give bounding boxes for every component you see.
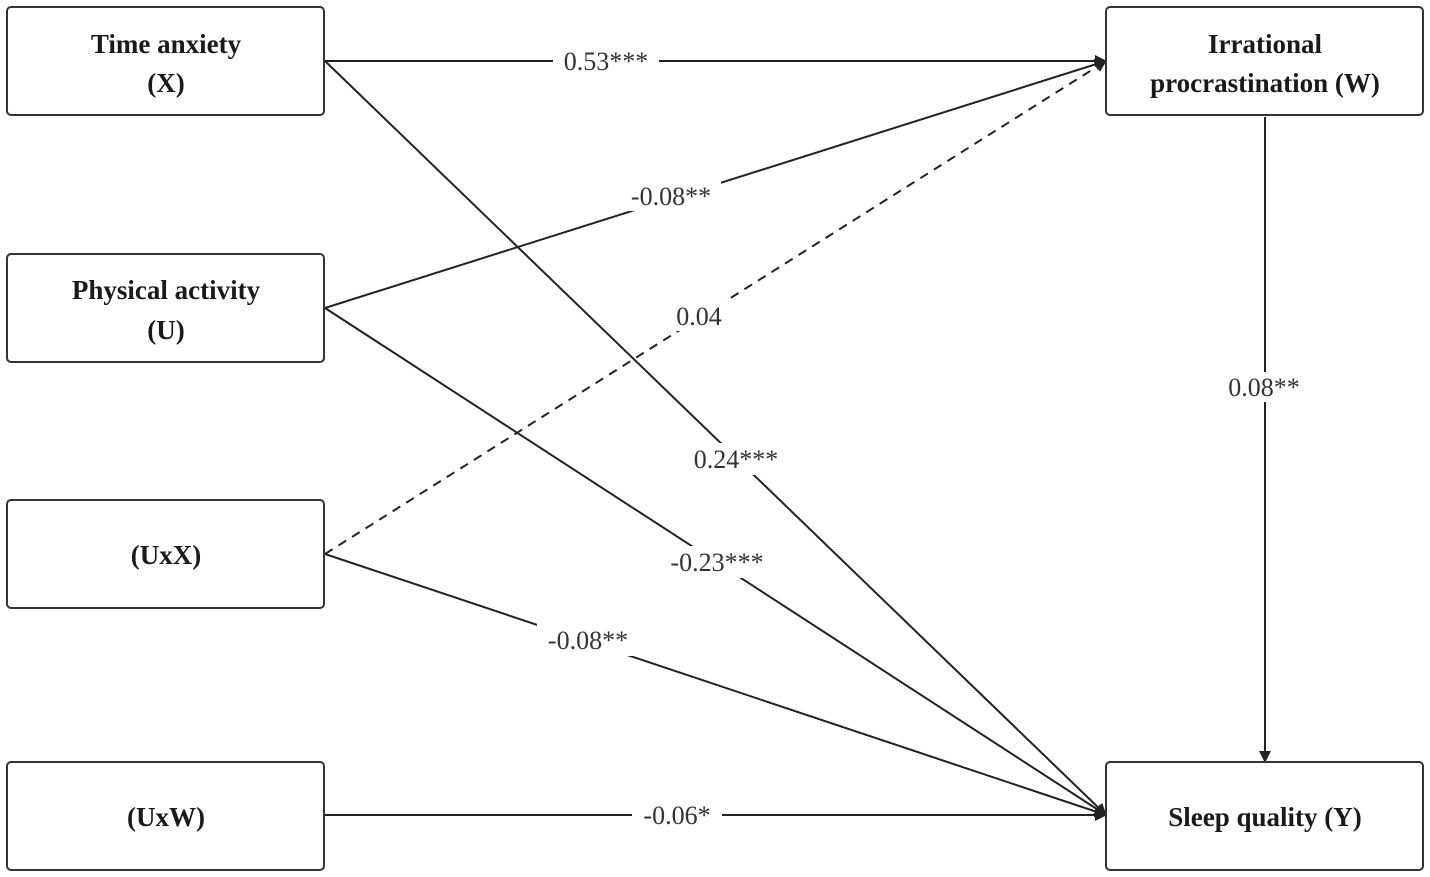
node-time-anxiety-line2: (X): [147, 68, 184, 98]
node-time-anxiety: Time anxiety (X): [6, 6, 325, 116]
node-time-anxiety-line1: Time anxiety: [91, 29, 242, 59]
node-physical-activity-line1: Physical activity: [72, 275, 261, 305]
node-irrational-procrastination-line2: procrastination (W): [1150, 68, 1380, 98]
node-uxw: (UxW): [6, 761, 325, 871]
edge-label-u-to-y: -0.23***: [670, 548, 763, 577]
edge-uxx-to-y: [324, 553, 1107, 818]
node-irrational-procrastination: Irrational procrastination (W): [1105, 6, 1424, 116]
node-uxx: (UxX): [6, 499, 325, 609]
node-uxw-label: (UxW): [127, 802, 205, 832]
edge-x-to-y: [324, 60, 1107, 816]
edge-label-uxw-to-y: -0.06*: [643, 801, 710, 830]
edges: [324, 55, 1271, 821]
node-irrational-procrastination-line1: Irrational: [1208, 29, 1322, 59]
edge-labels: 0.53*** -0.08** 0.04 0.24*** -0.23*** -0…: [537, 46, 1312, 830]
edge-uxx-to-w: [324, 60, 1107, 555]
edge-label-uxx-to-w: 0.04: [676, 302, 722, 331]
node-physical-activity: Physical activity (U): [6, 253, 325, 363]
edge-label-uxx-to-y: -0.08**: [548, 626, 628, 655]
edge-label-x-to-w: 0.53***: [564, 47, 649, 76]
node-uxx-label: (UxX): [131, 540, 201, 570]
edge-label-u-to-w: -0.08**: [631, 182, 711, 211]
node-sleep-quality-label: Sleep quality (Y): [1168, 802, 1362, 832]
edge-label-x-to-y: 0.24***: [694, 445, 779, 474]
node-sleep-quality: Sleep quality (Y): [1105, 761, 1424, 871]
node-physical-activity-line2: (U): [147, 315, 184, 345]
edge-label-w-to-y: 0.08**: [1228, 373, 1300, 402]
